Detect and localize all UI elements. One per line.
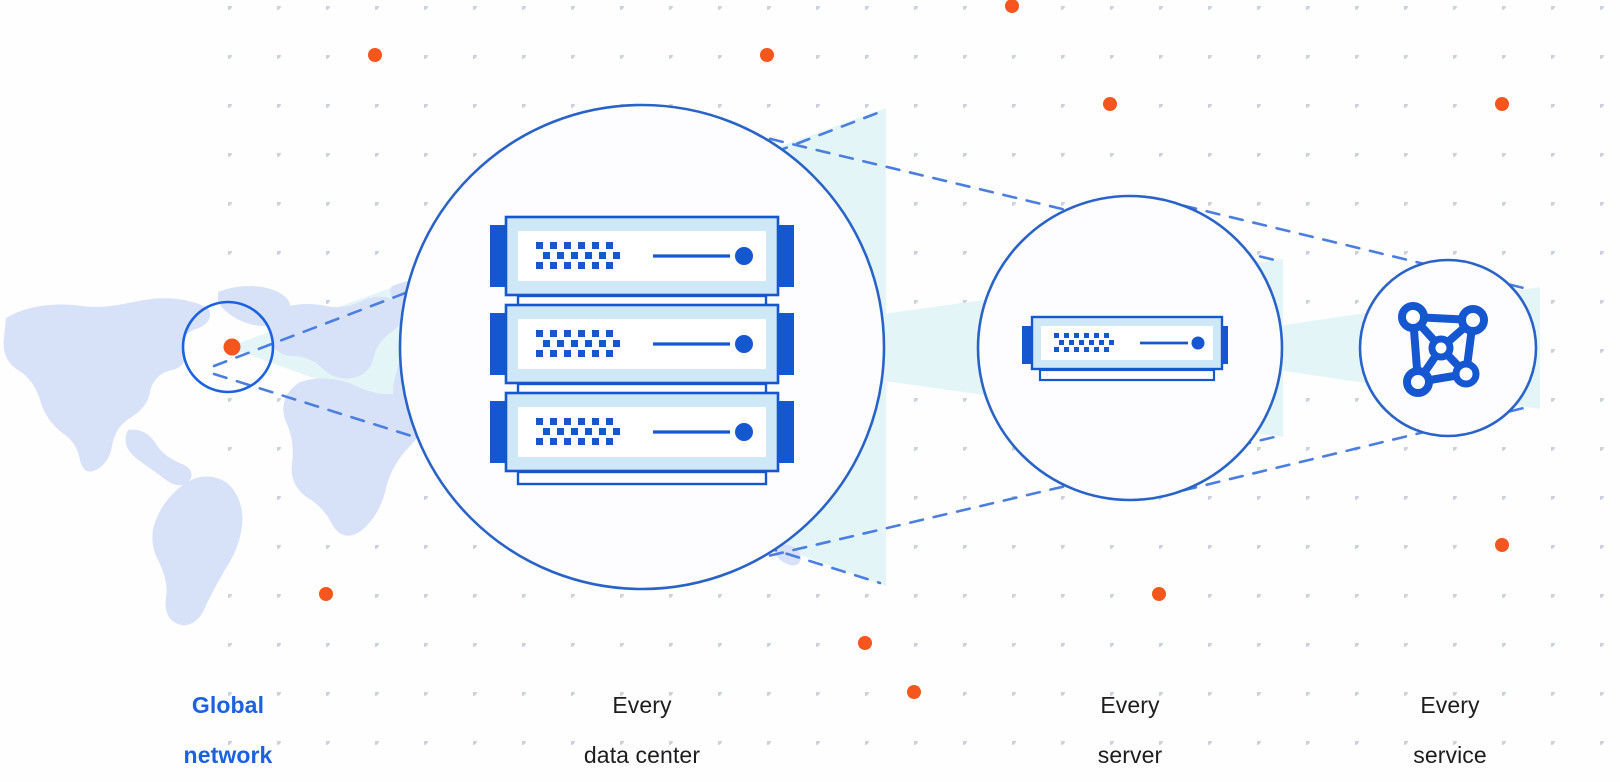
cone-line-2-bottom [698,433,1285,574]
rack-base [516,470,768,486]
status-led-dot-2 [735,335,753,353]
highlight-dot [1103,97,1117,111]
led-matrix-3 [536,418,620,445]
highlight-dot [1495,538,1509,552]
highlight-dot [319,587,333,601]
network-mesh-icon [1398,302,1488,397]
stage-label-line1: Global [191,692,265,718]
stage-label-every-server: Every server [1040,668,1220,782]
stage-label-line2: data center [583,742,701,768]
status-led-dot-1 [735,247,753,265]
stage-label-every-data-center: Every data center [522,668,762,782]
stage-circle-every-data-center[interactable] [398,103,886,591]
cone-line-1-top [212,110,882,368]
network-location-pin-dot [223,338,241,356]
server-rack-unit-3 [490,391,794,473]
stage-label-line2: service [1413,742,1487,768]
stage-label-line2: server [1097,742,1163,768]
led-matrix-server [1054,333,1114,352]
server-base-plate [1038,368,1216,382]
stage-circle-every-server[interactable] [976,194,1284,502]
highlight-dot [1152,587,1166,601]
highlight-dot [1005,0,1019,13]
stage-circle-every-service[interactable] [1358,258,1538,438]
highlight-dot [760,48,774,62]
highlight-dot [858,636,872,650]
highlight-dot [368,48,382,62]
server-rack-icon [490,215,794,486]
highlight-dot [1495,97,1509,111]
single-server-icon [1022,315,1228,382]
server-rack-unit-2 [490,303,794,385]
stage-label-line2: network [183,742,273,768]
led-matrix-1 [536,242,620,269]
status-led-dot-server [1191,336,1205,350]
stage-label-line1: Every [1100,692,1160,718]
server-rack-unit-1 [490,215,794,297]
stage-label-global-network: Global network [128,668,328,782]
cone-line-2-top [698,120,1285,264]
stage-label-line1: Every [1420,692,1480,718]
stage-label-line1: Every [612,692,672,718]
highlight-dot [907,685,921,699]
stage-circle-global-network[interactable] [181,300,275,394]
status-led-dot-3 [735,423,753,441]
led-matrix-2 [536,330,620,357]
highlight-dot-group [319,0,1509,699]
stage-label-every-service: Every service [1360,668,1540,782]
